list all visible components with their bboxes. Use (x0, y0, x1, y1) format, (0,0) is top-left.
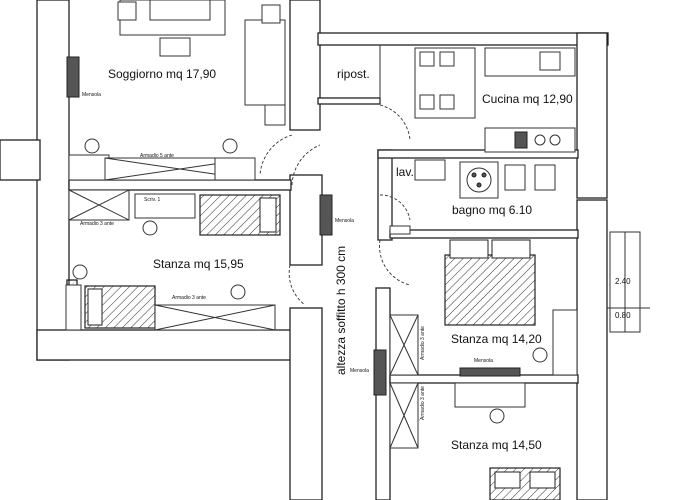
room1-furniture (65, 138, 281, 331)
label-ripostiglio: ripost. (337, 67, 370, 81)
label-mensola-mid: Mensola (335, 218, 354, 224)
room3-furniture (389, 382, 561, 500)
label-stanza-3: Stanza mq 14,50 (451, 438, 542, 452)
living-furniture (117, 0, 286, 126)
label-armadio-3-ante-room3: Armadio 3 ante (420, 386, 426, 420)
label-lav: lav. (396, 165, 414, 179)
label-soggiorno: Soggiorno mq 17,90 (108, 67, 216, 81)
label-mensola-right-1: Mensola (350, 368, 369, 374)
balcony-dimension-2: 0.80 (615, 311, 631, 320)
bathroom-fixtures (389, 159, 556, 235)
furniture-labels: Mensola Armadio 5 ante Mensola Armadio 3… (80, 92, 493, 420)
kitchen-furniture (414, 47, 576, 153)
ceiling-height-note: altezza soffitto h 300 cm (334, 246, 348, 375)
label-mensola-top: Mensola (82, 92, 101, 98)
label-mensola-right-2: Mensola (474, 358, 493, 364)
balcony-dimension-1: 2.40 (615, 277, 631, 286)
label-armadio-3-ante-right: Armadio 3 ante (420, 326, 426, 360)
label-stanza-2: Stanza mq 14,20 (451, 332, 542, 346)
label-armadio-5-ante: Armadio 5 ante (140, 153, 174, 159)
label-scrivania: Scriv. 1 (144, 197, 161, 203)
label-cucina: Cucina mq 12,90 (482, 92, 573, 106)
label-stanza-1: Stanza mq 15,95 (153, 257, 244, 271)
room2-furniture (389, 239, 578, 377)
label-armadio-3-ante-bottom: Armadio 3 ante (172, 295, 206, 301)
annotations: altezza soffitto h 300 cm 2.40 0.80 (334, 246, 631, 375)
label-armadio-3-ante-left: Armadio 3 ante (80, 221, 114, 227)
label-bagno: bagno mq 6.10 (452, 203, 532, 217)
room-labels: Soggiorno mq 17,90 ripost. Cucina mq 12,… (108, 67, 573, 452)
